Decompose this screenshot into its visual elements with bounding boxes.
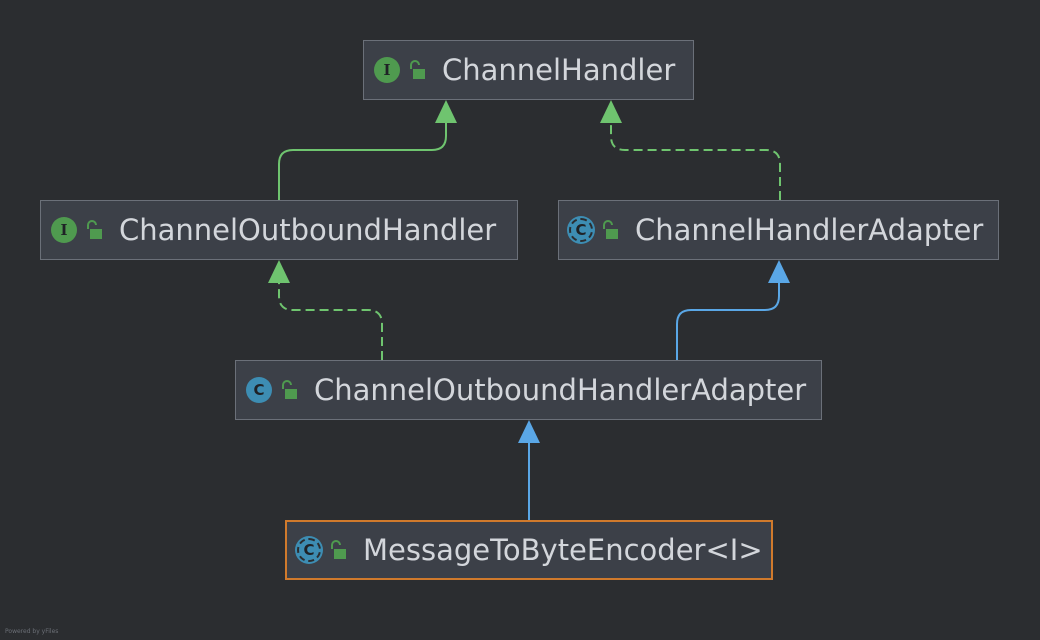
class-icon: C [246, 377, 272, 403]
arrowhead-channel-handler-adapter [768, 260, 790, 283]
abstract-class-icon: C [297, 538, 321, 562]
public-lock-icon [87, 220, 102, 239]
public-lock-icon [282, 380, 297, 399]
node-message-to-byte-encoder[interactable]: C MessageToByteEncoder<I> [285, 520, 773, 580]
public-lock-icon [603, 220, 618, 239]
interface-icon: I [51, 217, 77, 243]
node-channel-handler-adapter[interactable]: C ChannelHandlerAdapter [558, 200, 999, 260]
watermark: Powered by yFiles [5, 628, 59, 635]
arrowhead-channel-outbound-handler-adapter [518, 420, 540, 443]
node-label: ChannelOutboundHandlerAdapter [314, 373, 807, 407]
arrowhead-channel-handler-right [600, 100, 622, 123]
abstract-class-icon: C [569, 218, 593, 242]
node-label: MessageToByteEncoder<I> [363, 533, 763, 567]
edge-channel-outbound-handler-adapter-to-channel-outbound-handler [278, 278, 383, 360]
node-label: ChannelHandler [442, 53, 676, 87]
public-lock-icon [331, 540, 346, 559]
arrowhead-channel-outbound-handler [268, 260, 290, 283]
node-channel-handler[interactable]: I ChannelHandler [363, 40, 694, 100]
node-label: ChannelHandlerAdapter [635, 213, 984, 247]
node-channel-outbound-handler[interactable]: I ChannelOutboundHandler [40, 200, 518, 260]
edge-channel-outbound-handler-adapter-to-channel-handler-adapter [676, 278, 780, 360]
edge-channel-outbound-handler-to-channel-handler [278, 118, 447, 200]
arrowhead-channel-handler-left [435, 100, 457, 123]
interface-icon: I [374, 57, 400, 83]
edges-layer [268, 100, 790, 520]
public-lock-icon [410, 60, 425, 79]
node-channel-outbound-handler-adapter[interactable]: C ChannelOutboundHandlerAdapter [235, 360, 822, 420]
edge-channel-handler-adapter-to-channel-handler [610, 118, 781, 200]
node-label: ChannelOutboundHandler [119, 213, 497, 247]
